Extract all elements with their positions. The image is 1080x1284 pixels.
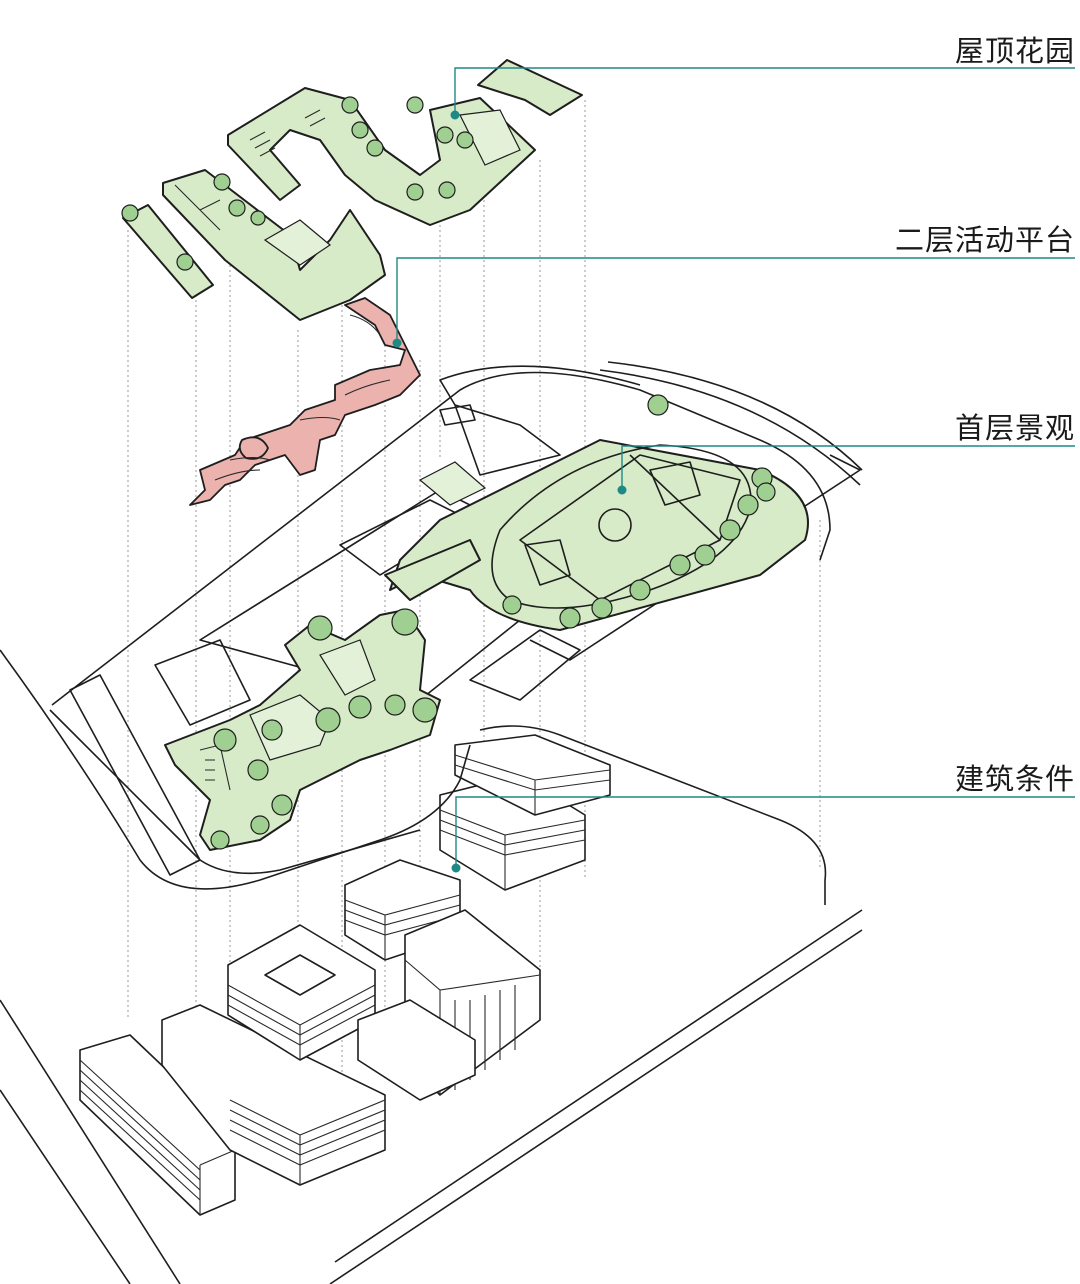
second-floor-platform-plane [189,297,421,506]
label-roof-garden: 屋顶花园 [955,34,1076,68]
leader-lines [392,67,1075,873]
ground-trees [210,394,776,850]
roof-garden-plane [122,59,583,321]
site-ground-plane [0,725,863,1284]
label-second-floor-platform: 二层活动平台 [895,223,1076,257]
building-blocks [79,734,611,1216]
ground-floor-landscape-plane [0,361,863,890]
roof-trees [121,96,474,271]
label-ground-landscape: 首层景观 [955,411,1076,445]
label-building-conditions: 建筑条件 [955,762,1076,796]
